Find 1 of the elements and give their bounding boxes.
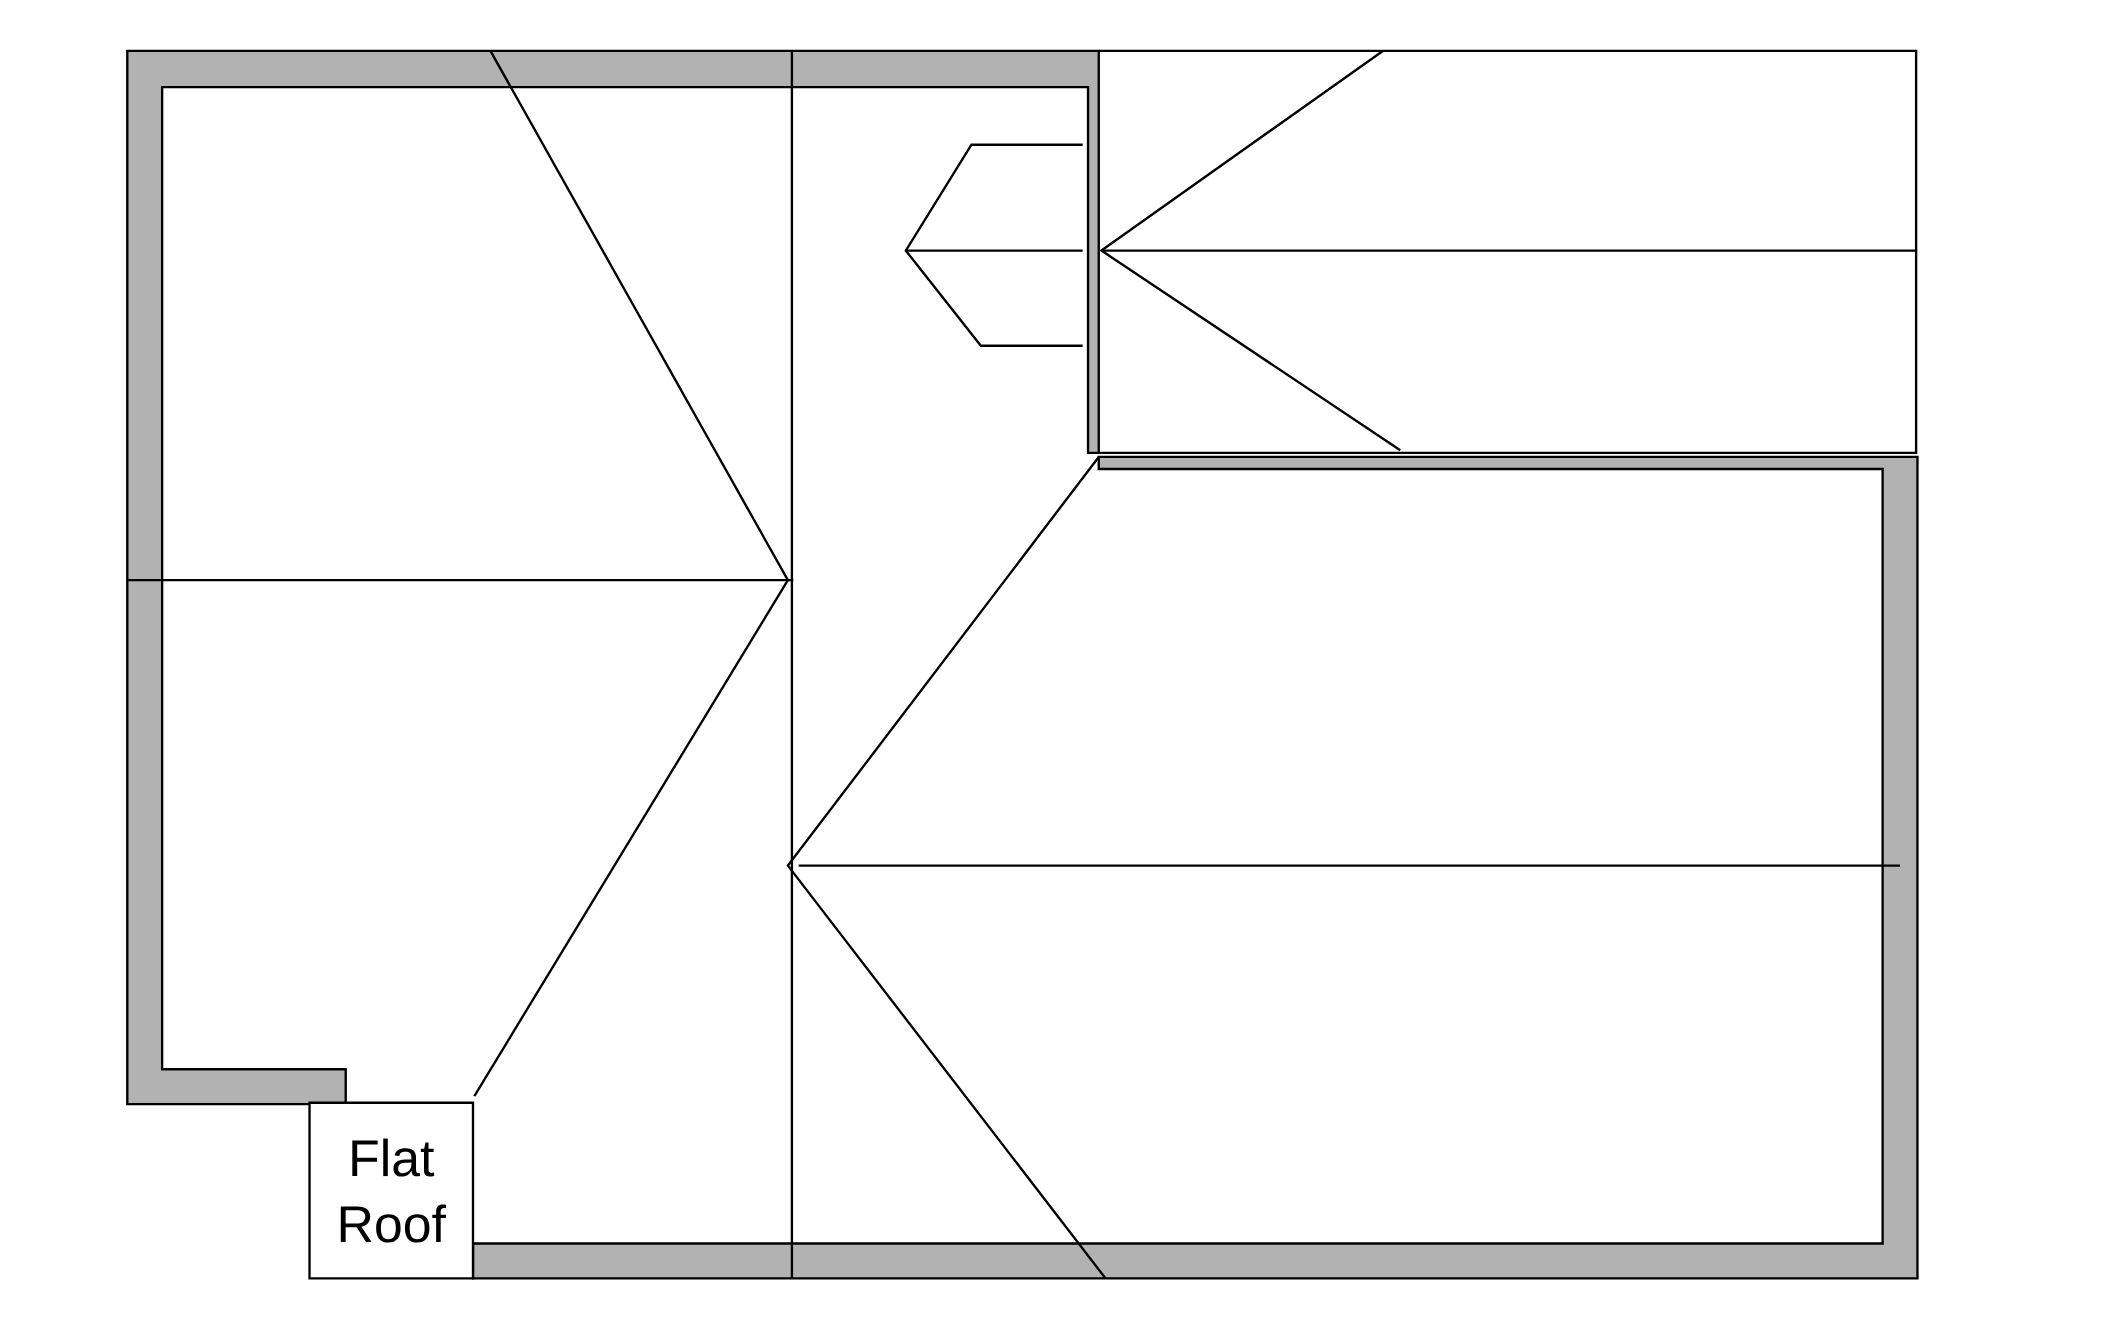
- flat-roof-box: Flat Roof: [308, 1101, 475, 1280]
